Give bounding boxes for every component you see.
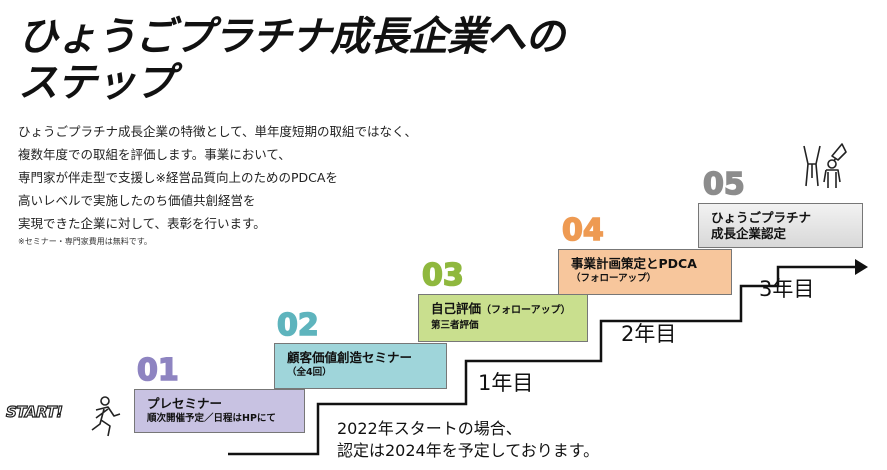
description-line: 実現できた企業に対して、表彰を行います。	[18, 216, 266, 231]
step-subtitle: 成長企業認定	[711, 226, 787, 241]
step-number-04: 04	[561, 213, 604, 248]
schedule-note: 2022年スタートの場合、 認定は2024年を予定しております。	[337, 418, 599, 462]
arrow-head-icon	[855, 259, 868, 275]
step-title-paren: （フォローアップ）	[481, 305, 571, 316]
step-subtitle: 第三者評価	[431, 320, 479, 331]
fee-note: ※セミナー・専門家費用は無料です。	[18, 237, 152, 246]
step-box-05: ひょうごプラチナ 成長企業認定	[698, 203, 863, 248]
description: ひょうごプラチナ成長企業の特徴として、単年度短期の取組ではなく、 複数年度での取…	[18, 120, 488, 249]
title-line-2: ステップ	[18, 60, 175, 106]
description-line: 専門家が伴走型で支援し※経営品質向上のためのPDCAを	[18, 170, 338, 185]
step-title: 自己評価（フォローアップ）	[431, 301, 577, 319]
description-line: ひょうごプラチナ成長企業の特徴として、単年度短期の取組ではなく、	[18, 124, 418, 139]
celebrating-people-icon	[803, 143, 847, 188]
step-number-03: 03	[421, 258, 464, 293]
year-label-1: 1年目	[478, 371, 534, 395]
step-number-02: 02	[276, 308, 319, 343]
description-line: 複数年度での取組を評価します。事業において、	[18, 147, 291, 162]
step-subtitle: （フォローアップ）	[571, 273, 657, 284]
start-label: START!	[5, 402, 63, 421]
year-label-3: 3年目	[759, 277, 815, 301]
page-title: ひょうごプラチナ成長企業への ステップ	[18, 14, 565, 106]
step-title: プレセミナー	[147, 396, 223, 411]
schedule-note-line: 認定は2024年を予定しております。	[337, 441, 600, 460]
step-subtitle: （全4回）	[287, 367, 332, 378]
step-box-02: 顧客価値創造セミナー （全4回）	[274, 343, 447, 389]
title-line-1: ひょうごプラチナ成長企業への	[18, 14, 565, 60]
step-title: 事業計画策定とPDCA	[571, 256, 697, 271]
description-line: 高いレベルで実施したのち価値共創経営を	[18, 193, 256, 208]
flag-icon	[831, 143, 847, 161]
step-title: 顧客価値創造セミナー	[287, 350, 413, 365]
year-label-2: 2年目	[621, 322, 677, 346]
step-box-01: プレセミナー 順次開催予定／日程はHPにて	[134, 389, 305, 433]
step-number-05: 05	[702, 167, 745, 202]
step-subtitle: 順次開催予定／日程はHPにて	[147, 413, 276, 424]
step-title-text: 自己評価	[431, 301, 482, 316]
step-box-03: 自己評価（フォローアップ） 第三者評価	[418, 294, 588, 342]
staircase-line	[228, 265, 855, 456]
step-title: ひょうごプラチナ	[711, 210, 812, 225]
step-box-04: 事業計画策定とPDCA （フォローアップ）	[558, 249, 732, 295]
schedule-note-line: 2022年スタートの場合、	[337, 419, 522, 438]
running-person-icon	[91, 396, 121, 437]
step-number-01: 01	[136, 353, 179, 388]
